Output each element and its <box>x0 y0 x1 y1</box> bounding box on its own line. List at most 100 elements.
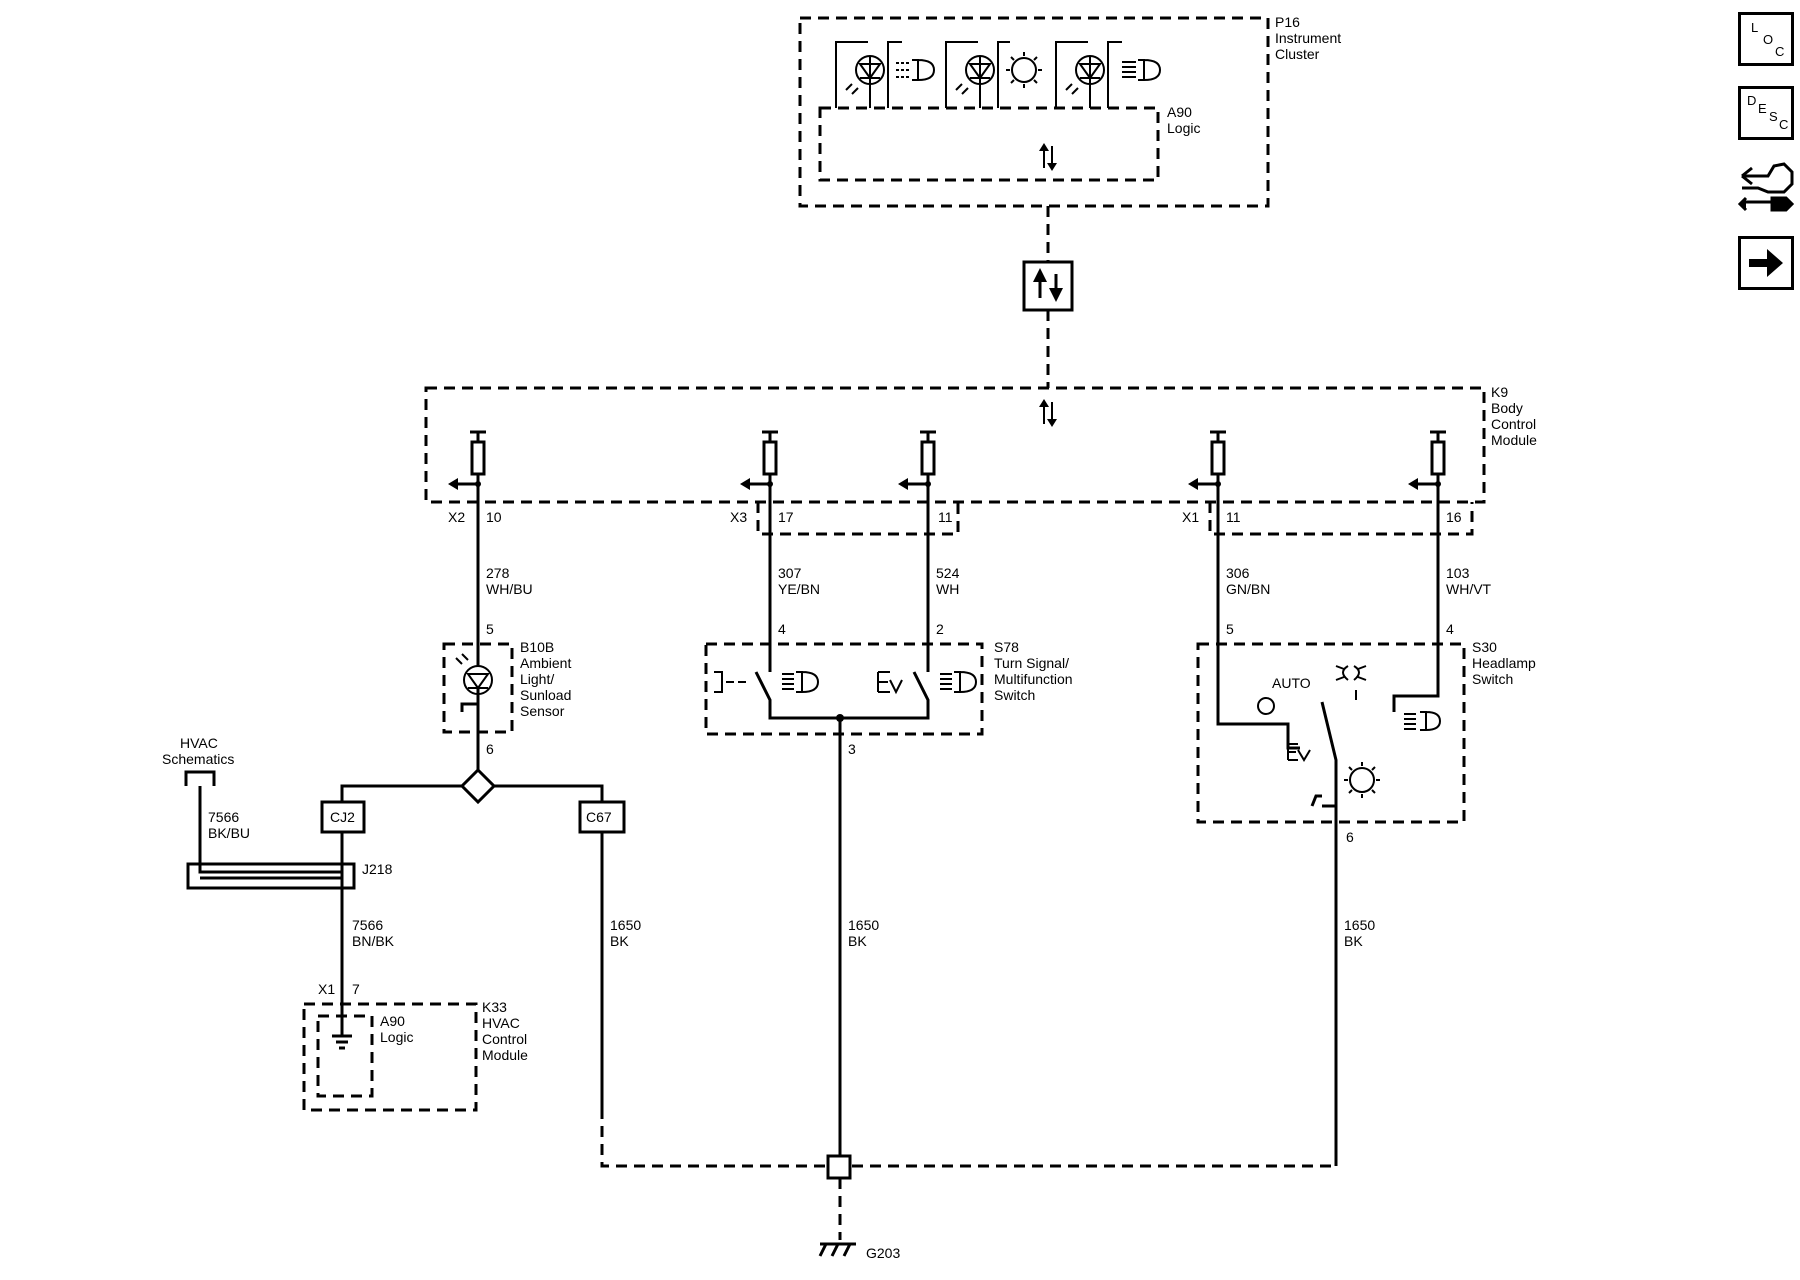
k9-name-3: Module <box>1491 432 1537 448</box>
w1650b-circuit: 1650 <box>848 917 879 933</box>
s78-name-2: Multifunction <box>994 671 1073 687</box>
wire-1650-right <box>1320 701 1338 1166</box>
j218-splice-pack: J218 <box>186 861 393 890</box>
s78-pin-right: 2 <box>936 621 944 637</box>
b10b-pin-top: 5 <box>486 621 494 637</box>
p16-logic-id: A90 <box>1167 104 1192 120</box>
w103-color: WH/VT <box>1446 581 1492 597</box>
s30-auto-label: AUTO <box>1272 675 1311 691</box>
w7566a-color: BK/BU <box>208 825 250 841</box>
w1650c-color: BK <box>1344 933 1363 949</box>
k33-logic-name: Logic <box>380 1029 413 1045</box>
desc-letter-d: D <box>1747 93 1757 108</box>
w307-circuit: 307 <box>778 565 802 581</box>
s78-turn-signal-switch: 4 2 3 S78 Turn Signal/ Multifunction Swi… <box>704 621 1073 1166</box>
arrow-right-button[interactable] <box>1738 236 1794 290</box>
s30-pin-right: 4 <box>1446 621 1454 637</box>
w306-color: GN/BN <box>1226 581 1270 597</box>
headlamp-indicator-icon <box>1055 41 1162 108</box>
x1-name: X1 <box>1182 509 1199 525</box>
s78-id: S78 <box>994 639 1019 655</box>
cj2-label: CJ2 <box>330 809 355 825</box>
location-view-button[interactable]: L O C <box>1738 12 1794 66</box>
p16-logic-name: Logic <box>1167 120 1200 136</box>
loc-letter-o: O <box>1763 32 1774 47</box>
k33-pin: 7 <box>352 981 360 997</box>
w1650a-color: BK <box>610 933 629 949</box>
k33-name-3: Module <box>482 1047 528 1063</box>
p16-id: P16 <box>1275 14 1300 30</box>
loc-letter-c: C <box>1775 44 1785 59</box>
desc-letter-s: S <box>1769 109 1778 124</box>
b10b-name-3: Sunload <box>520 687 571 703</box>
w1650c-circuit: 1650 <box>1344 917 1375 933</box>
desc-letter-c: C <box>1779 117 1789 132</box>
flash-to-pass-icon <box>714 671 746 693</box>
b10b-name-2: Light/ <box>520 671 554 687</box>
s30-pin-left: 5 <box>1226 621 1234 637</box>
k9-name-1: Body <box>1491 400 1523 416</box>
x1-pin-a: 11 <box>1226 509 1241 525</box>
s78-name-1: Turn Signal/ <box>994 655 1069 671</box>
auto-lamps-icon <box>1287 743 1311 762</box>
hvac-ref-1: HVAC <box>180 735 218 751</box>
desc-letter-e: E <box>1758 101 1767 116</box>
x2-name: X2 <box>448 509 465 525</box>
w524-circuit: 524 <box>936 565 960 581</box>
k9-connectors: X2 10 X3 17 11 X1 11 16 <box>448 502 1474 536</box>
x3-name: X3 <box>730 509 747 525</box>
s78-pin-bottom: 3 <box>848 741 856 757</box>
hvac-schematics-ref[interactable]: HVAC Schematics <box>162 735 234 786</box>
hvac-ref-2: Schematics <box>162 751 234 767</box>
w278-color: WH/BU <box>486 581 533 597</box>
w103-circuit: 103 <box>1446 565 1470 581</box>
b10b-pin-bottom: 6 <box>486 741 494 757</box>
j218-label: J218 <box>362 861 393 877</box>
k9-data-arrows-icon <box>1039 399 1057 427</box>
headlamps-icon <box>1404 711 1442 731</box>
w307-color: YE/BN <box>778 581 820 597</box>
k33-hvac-control-module: X1 7 A90 Logic K33 HVAC Control Module <box>302 981 528 1112</box>
high-beam-icon-1 <box>782 671 820 693</box>
s30-pin-bottom: 6 <box>1346 829 1354 845</box>
w1650a-circuit: 1650 <box>610 917 641 933</box>
connector-c67: C67 <box>578 800 626 834</box>
chassis-ground-icon: G203 <box>818 1242 900 1261</box>
serial-data-gateway-icon <box>1022 260 1074 312</box>
high-beam-icon-2 <box>940 671 978 693</box>
arrow-right-icon <box>1749 249 1783 277</box>
k33-logic-id: A90 <box>380 1013 405 1029</box>
b10b-id: B10B <box>520 639 554 655</box>
p16-name-2: Cluster <box>1275 46 1320 62</box>
high-beam-indicator-icon <box>835 41 936 108</box>
w278-circuit: 278 <box>486 565 510 581</box>
auto-high-beam-icon <box>877 671 903 695</box>
ground-icon <box>332 1016 352 1050</box>
w524-color: WH <box>936 581 959 597</box>
description-view-button[interactable]: D E S C <box>1738 86 1794 140</box>
off-position-icon <box>1257 697 1275 715</box>
s78-name-3: Switch <box>994 687 1035 703</box>
s30-id: S30 <box>1472 639 1497 655</box>
hand-wrench-icon[interactable] <box>1738 158 1794 220</box>
w7566b-color: BN/BK <box>352 933 395 949</box>
k33-id: K33 <box>482 999 507 1015</box>
k33-name-2: Control <box>482 1031 527 1047</box>
k9-id: K9 <box>1491 384 1508 400</box>
b10b-name-4: Sensor <box>520 703 565 719</box>
x3-pin-a: 17 <box>778 509 794 525</box>
w7566a-circuit: 7566 <box>208 809 239 825</box>
x2-pin: 10 <box>486 509 502 525</box>
p16-name-1: Instrument <box>1275 30 1341 46</box>
s30-headlamp-switch: 5 4 6 S30 Headlamp Switch AUTO <box>1196 621 1536 1166</box>
photodiode-icon <box>455 644 493 760</box>
wire-to-c67 <box>494 784 604 802</box>
park-lamp-sun-icon <box>1344 762 1380 798</box>
p16-instrument-cluster: P16 Instrument Cluster A90 Logic <box>798 14 1341 208</box>
wire-7566-bkbu <box>198 786 342 874</box>
wire-103 <box>1392 484 1440 712</box>
p16-data-arrows-icon <box>1039 143 1057 171</box>
g203-label: G203 <box>866 1245 900 1261</box>
w1650b-color: BK <box>848 933 867 949</box>
splice-diamond <box>459 767 497 805</box>
